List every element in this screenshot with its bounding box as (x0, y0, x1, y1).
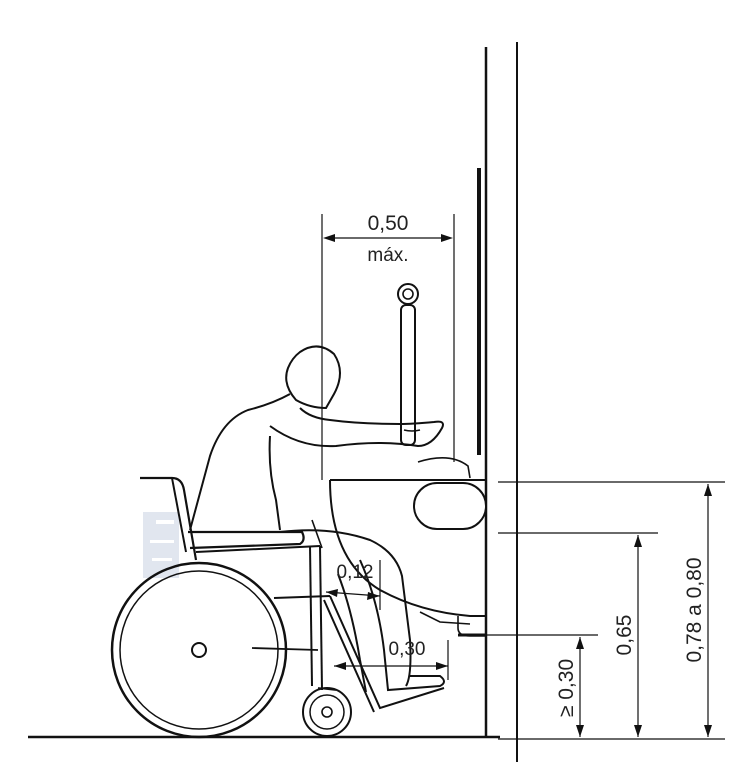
label-toe-height: ≥ 0,30 (555, 659, 578, 717)
watermark-mark (143, 512, 179, 578)
dim-sink-height (704, 484, 712, 737)
dim-knee-depth (325, 560, 381, 610)
dim-toe-depth (334, 640, 449, 680)
dim-toe-height (576, 637, 584, 737)
label-knee-depth: 0,12 (337, 562, 374, 583)
label-reach-width: 0,50 (368, 212, 409, 235)
label-reach-note: máx. (367, 245, 408, 266)
grab-bar-vertical (397, 283, 419, 446)
dim-reach-width (321, 214, 455, 480)
label-toe-depth: 0,30 (389, 639, 426, 660)
wheelchair (110, 476, 445, 739)
dim-knee-height (634, 535, 642, 737)
label-knee-height: 0,65 (613, 615, 636, 656)
label-sink-height: 0,78 a 0,80 (683, 557, 706, 662)
dim-extension-lines (458, 481, 725, 740)
washbasin (329, 457, 487, 637)
wall (477, 42, 518, 762)
